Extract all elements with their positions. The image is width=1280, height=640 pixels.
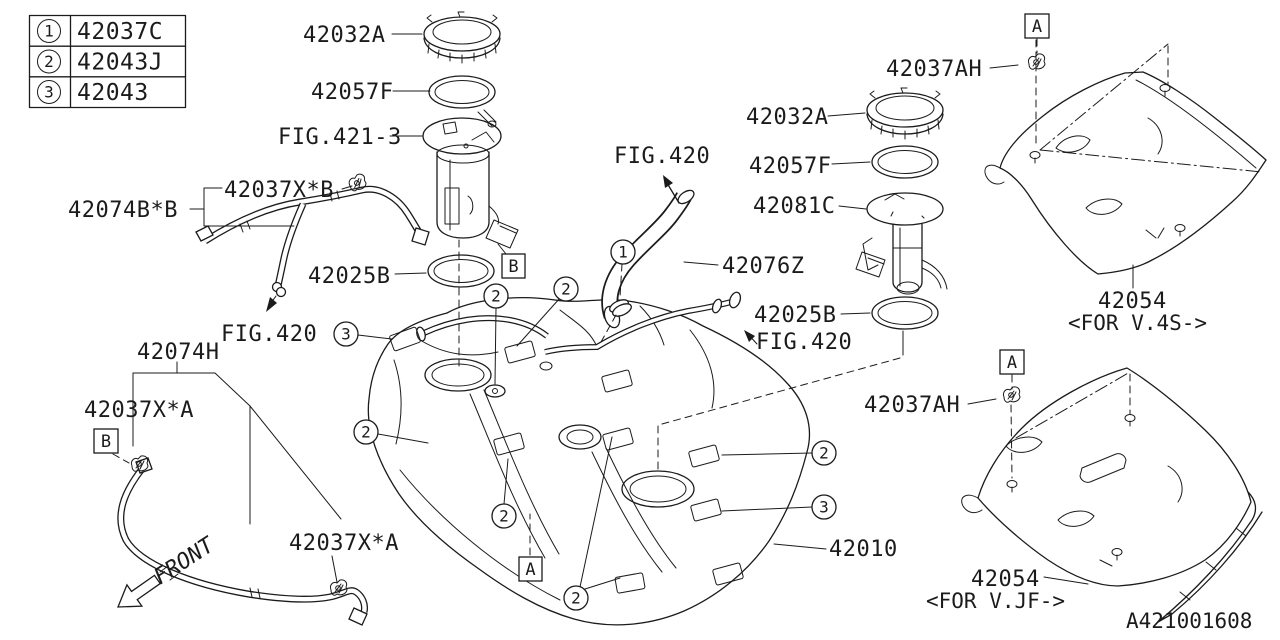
hose-42074H-drawing <box>117 455 368 626</box>
fuel-cap-left-drawing <box>423 11 501 64</box>
fuel-tank-drawing <box>367 291 811 626</box>
legend-circle-3 <box>37 80 61 104</box>
shield-bolt-holes-bottom <box>1006 414 1136 561</box>
legend-num-2: 2 <box>44 52 54 71</box>
label-42037AH-bottom: 42037AH <box>864 393 960 418</box>
callout-1-clamp <box>610 239 636 265</box>
callout-2-b-label: 2 <box>561 280 571 299</box>
label-fig421-3: FIG.421-3 <box>278 125 402 150</box>
legend-part-42037C: 42037C <box>77 19 163 45</box>
callout-2-a-label: 2 <box>491 287 501 306</box>
label-42037X-B: 42037X*B <box>224 178 334 203</box>
section-box-a-bottom <box>999 349 1025 375</box>
fig420-left-arrowhead <box>266 297 277 312</box>
callout-2-e-label: 2 <box>571 589 581 608</box>
fig420-right-arrowhead <box>744 330 755 342</box>
callout-2-c <box>353 419 379 445</box>
label-42037AH-top: 42037AH <box>886 57 982 82</box>
callout-1-label: 1 <box>618 243 628 262</box>
callout-3-b-label: 3 <box>819 498 829 517</box>
section-letter-a-bottom: A <box>1007 353 1017 373</box>
section-letter-a-center: A <box>525 560 535 580</box>
section-letter-a-top: A <box>1032 17 1042 37</box>
pump-gasket-ring-left-drawing <box>427 254 495 288</box>
callout-2-b <box>553 276 579 302</box>
callout-2-f-label: 2 <box>819 444 829 463</box>
label-42054-bottom: 42054 <box>971 567 1040 592</box>
callout-2-f <box>811 440 837 466</box>
label-42057F-right: 42057F <box>749 154 831 179</box>
callout-3-a-label: 3 <box>341 325 351 344</box>
section-letter-b-left: B <box>101 432 111 452</box>
label-fig420-mid: FIG.420 <box>614 144 710 169</box>
callout-2-e <box>563 585 589 611</box>
label-42081C: 42081C <box>753 194 835 219</box>
front-arrow-icon <box>117 574 162 608</box>
label-42054-bottom-variant: <FOR V.JF-> <box>926 589 1065 613</box>
label-42025B-right: 42025B <box>754 303 836 328</box>
label-fig420-right: FIG.420 <box>756 330 852 355</box>
fuel-sender-assembly-right-drawing <box>657 87 948 471</box>
callout-2-c-label: 2 <box>361 423 371 442</box>
legend-circle-1 <box>37 19 61 43</box>
callout-2-a <box>483 283 509 309</box>
label-42037X-A-1: 42037X*A <box>84 398 194 423</box>
section-box-b-left <box>93 428 119 454</box>
legend-num-3: 3 <box>44 83 54 102</box>
label-leader-lines <box>132 33 1019 583</box>
drawing-number: A421001608 <box>1126 609 1252 633</box>
heat-shield-vjf-drawing: A <box>961 349 1263 623</box>
label-42076Z: 42076Z <box>722 254 804 279</box>
legend-part-42043J: 42043J <box>77 50 163 76</box>
label-42074H: 42074H <box>137 340 219 365</box>
label-42054-top-variant: <FOR V.4S-> <box>1068 311 1207 335</box>
tank-cushion-pads <box>389 326 744 594</box>
label-42032A-right: 42032A <box>746 105 828 130</box>
hose-42074B-drawing <box>195 172 430 312</box>
label-42057F-left: 42057F <box>311 80 393 105</box>
label-42054-top: 42054 <box>1098 289 1167 314</box>
legend-circle-2 <box>37 49 61 74</box>
cap-gasket-left-drawing <box>428 75 496 109</box>
callout-2-d-label: 2 <box>499 507 509 526</box>
callout-3-b <box>811 494 837 520</box>
fuel-pump-assembly-left-drawing <box>422 11 519 367</box>
filler-hose-42076Z-drawing <box>600 175 695 343</box>
cap-gasket-right-drawing <box>871 145 939 179</box>
label-42037X-A-2: 42037X*A <box>289 531 399 556</box>
legend-part-42043: 42043 <box>77 80 149 106</box>
label-42032A-left: 42032A <box>303 23 385 48</box>
fig420-mid-arrowhead <box>663 175 673 188</box>
section-box-a-top <box>1024 13 1050 39</box>
clip-42037AH-top-drawing <box>1027 53 1046 70</box>
sender-gasket-ring-right-drawing <box>871 296 939 330</box>
section-letter-b-center: B <box>508 257 518 277</box>
shield-bolt-holes-top <box>1029 84 1186 237</box>
callout-3-a <box>333 321 359 347</box>
label-fig420-left: FIG.420 <box>221 322 317 347</box>
label-42074B-B: 42074B*B <box>68 198 178 223</box>
section-box-b-center <box>501 253 526 279</box>
fuel-cap-right-drawing <box>866 87 944 140</box>
legend-table: 1 2 3 42037C 42043J 42043 <box>28 14 187 109</box>
callout-2-d <box>491 503 517 529</box>
section-box-a-center <box>518 556 543 582</box>
label-42010: 42010 <box>829 537 898 562</box>
callout-markers: 1 2 2 2 2 2 2 3 3 B B A <box>93 239 837 611</box>
part-labels: 42032A 42057F FIG.421-3 42037X*B 42074B*… <box>68 23 1252 633</box>
heat-shield-v4s-drawing: A <box>984 13 1267 289</box>
legend-num-1: 1 <box>44 22 54 41</box>
label-42025B-left: 42025B <box>308 264 390 289</box>
